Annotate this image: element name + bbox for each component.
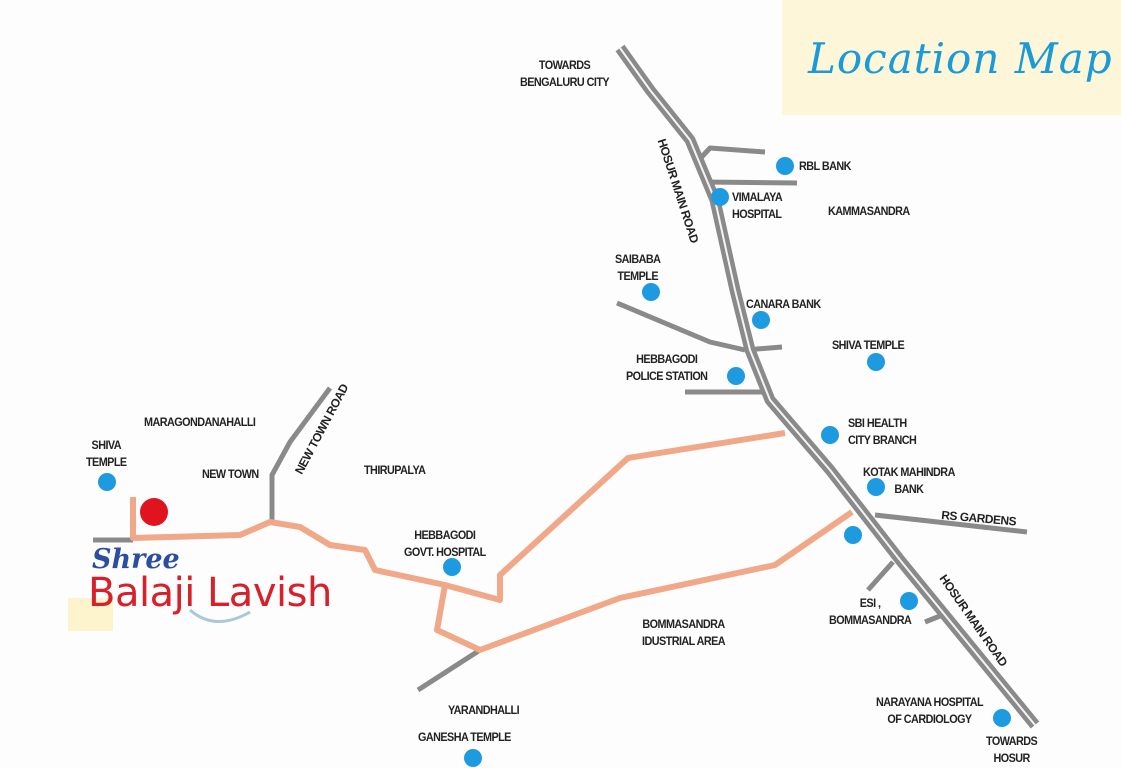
label-ganesha-temple: GANESHA TEMPLE bbox=[418, 730, 511, 744]
label-govt-hospital: HEBBAGODI GOVT. HOSPITAL bbox=[404, 528, 486, 559]
label-canara-bank: CANARA BANK bbox=[746, 297, 821, 311]
title-banner bbox=[782, 0, 1121, 115]
direction-north-label: TOWARDS BENGALURU CITY bbox=[520, 58, 610, 89]
side-road bbox=[702, 179, 798, 186]
landmark-dot bbox=[867, 353, 885, 371]
landmark-dot bbox=[867, 478, 885, 496]
rs-gardens-road bbox=[874, 512, 1028, 535]
label-vimalaya-hospital: VIMALAYA HOSPITAL bbox=[732, 190, 783, 221]
area-maragondanahalli: MARAGONDANAHALLI bbox=[144, 415, 256, 429]
project-location-marker bbox=[140, 498, 168, 526]
brand-swoosh bbox=[189, 608, 251, 623]
label-shiva-temple-east: SHIVA TEMPLE bbox=[832, 338, 905, 352]
landmark-dot bbox=[776, 157, 794, 175]
hosur-main-road bbox=[615, 44, 1040, 729]
area-thirupalya: THIRUPALYA bbox=[364, 463, 426, 477]
landmark-dot bbox=[844, 526, 862, 544]
label-police-station: HEBBAGODI POLICE STATION bbox=[626, 352, 708, 383]
area-new-town: NEW TOWN bbox=[202, 467, 259, 481]
label-saibaba-temple: SAIBABA TEMPLE bbox=[615, 252, 661, 283]
area-yarandhalli: YARANDHALLI bbox=[448, 703, 520, 717]
landmark-dot bbox=[900, 592, 918, 610]
landmark-dot bbox=[711, 188, 729, 206]
label-narayana-hospital: NARAYANA HOSPITAL OF CARDIOLOGY bbox=[876, 695, 984, 726]
landmark-dot bbox=[464, 749, 482, 767]
side-road bbox=[616, 300, 746, 353]
area-bommasandra: BOMMASANDRA IDUSTRIAL AREA bbox=[642, 617, 726, 648]
label-shiva-temple-west: SHIVA TEMPLE bbox=[86, 438, 127, 469]
area-kammasandra: KAMMASANDRA bbox=[828, 204, 910, 218]
landmark-dot bbox=[821, 426, 839, 444]
label-esi-bommasandra: ESI , BOMMASANDRA bbox=[829, 596, 912, 627]
landmark-dot bbox=[993, 709, 1011, 727]
side-road bbox=[695, 145, 766, 164]
yarandhalli-road bbox=[416, 647, 482, 693]
decorative-patch bbox=[68, 598, 113, 631]
landmark-dot bbox=[98, 473, 116, 491]
landmark-dot bbox=[727, 367, 745, 385]
landmark-dot bbox=[642, 283, 660, 301]
landmark-dot bbox=[443, 558, 461, 576]
route-south bbox=[434, 509, 854, 653]
route-north bbox=[130, 430, 786, 603]
label-sbi-health-city: SBI HEALTH CITY BRANCH bbox=[848, 416, 917, 447]
label-rbl-bank: RBL BANK bbox=[799, 159, 851, 173]
direction-south-label: TOWARDS HOSUR bbox=[986, 734, 1038, 765]
new-town-road bbox=[269, 386, 333, 520]
map-title: Location Map bbox=[808, 34, 1113, 83]
side-road bbox=[866, 560, 895, 592]
brand-prefix: Shree bbox=[92, 544, 180, 575]
landmark-dot bbox=[752, 311, 770, 329]
brand-name: Balaji Lavish bbox=[88, 570, 332, 616]
label-kotak-mahindra: KOTAK MAHINDRA BANK bbox=[863, 465, 955, 496]
